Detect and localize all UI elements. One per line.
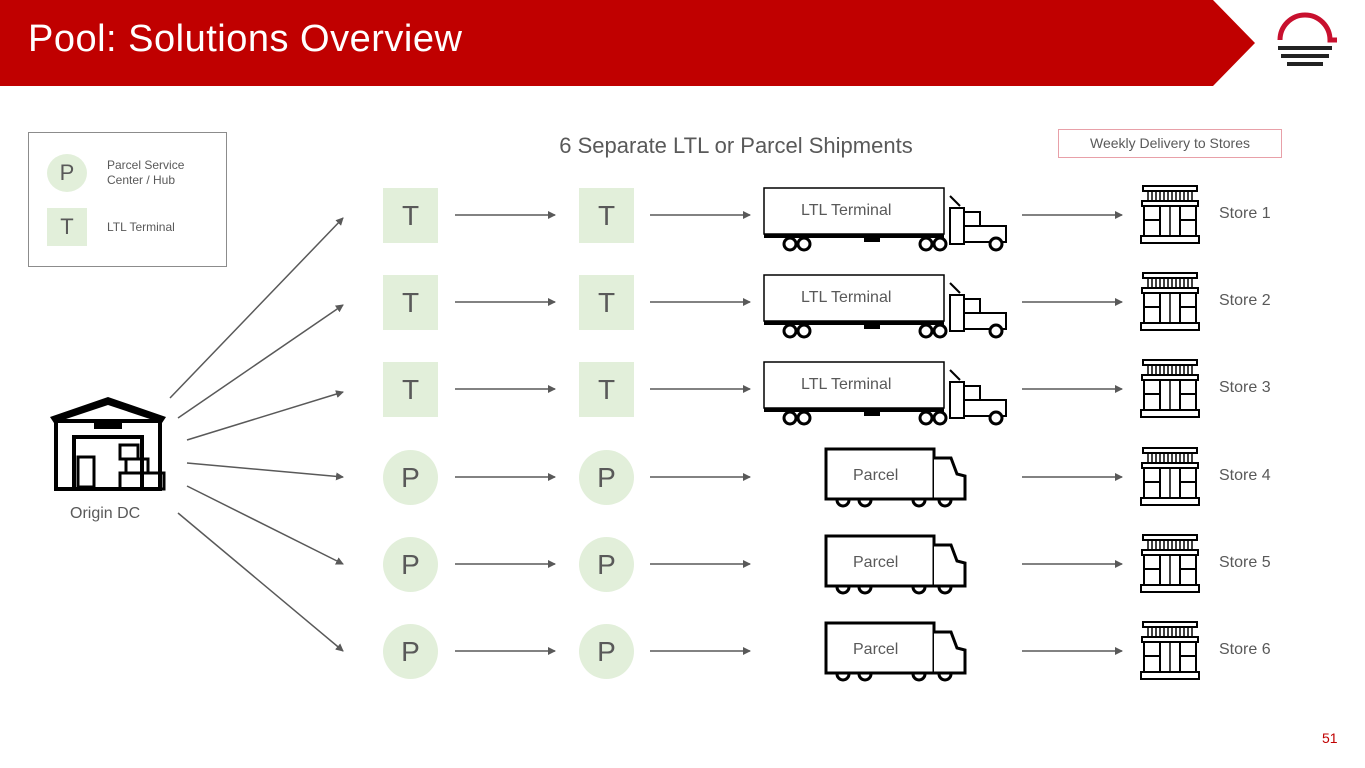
store-icon [1140,359,1200,418]
parcel-hub-node: P [383,624,438,679]
flow-arrow [186,390,344,441]
flow-arrow [186,462,344,481]
store-label: Store 4 [1219,467,1271,484]
vehicle-label: LTL Terminal [801,289,892,306]
parcel-hub-node: P [579,537,634,592]
parcel-hub-node: P [383,537,438,592]
page-title: Pool: Solutions Overview [28,18,463,60]
ltl-terminal-node: T [383,188,438,243]
vehicle-label: LTL Terminal [801,376,892,393]
parcel-hub-node: P [579,450,634,505]
company-logo [1277,12,1337,66]
ltl-terminal-node: T [579,275,634,330]
vehicle-label: Parcel [853,467,899,484]
store-label: Store 2 [1219,292,1271,309]
vehicle-label: LTL Terminal [801,202,892,219]
weekly-delivery-button[interactable]: Weekly Delivery to Stores [1058,129,1282,158]
parcel-hub-node: P [383,450,438,505]
ltl-terminal-node: T [579,362,634,417]
legend-parcel-symbol: P [47,154,87,192]
flow-arrow [177,304,344,419]
semi-truck-icon [763,274,1007,339]
vehicle-label: Parcel [853,641,899,658]
flow-arrow [169,217,344,399]
ltl-terminal-node: T [579,188,634,243]
parcel-truck-icon [824,621,967,682]
store-icon [1140,272,1200,331]
parcel-truck-icon [824,447,967,508]
store-icon [1140,621,1200,680]
origin-dc-label: Origin DC [70,505,141,522]
flow-arrow [177,512,344,652]
legend-ltl-label: LTL Terminal [107,220,175,234]
header-banner [0,0,1337,86]
store-icon [1140,447,1200,506]
legend-ltl-symbol: T [47,208,87,246]
semi-truck-icon [763,187,1007,252]
flow-arrow [186,485,344,565]
warehouse-icon [50,397,166,491]
parcel-truck-icon [824,534,967,595]
legend-label-line: Parcel Service [107,158,185,172]
store-label: Store 6 [1219,641,1271,658]
store-icon [1140,534,1200,593]
store-icon [1140,185,1200,244]
semi-truck-icon [763,361,1007,426]
parcel-hub-node: P [579,624,634,679]
vehicle-label: Parcel [853,554,899,571]
ltl-terminal-node: T [383,362,438,417]
legend-label-line: Center / Hub [107,173,176,187]
store-label: Store 1 [1219,205,1271,222]
ltl-terminal-node: T [383,275,438,330]
store-label: Store 5 [1219,554,1271,571]
page-number: 51 [1322,730,1338,746]
store-label: Store 3 [1219,379,1271,396]
diagram-heading: 6 Separate LTL or Parcel Shipments [559,133,913,158]
